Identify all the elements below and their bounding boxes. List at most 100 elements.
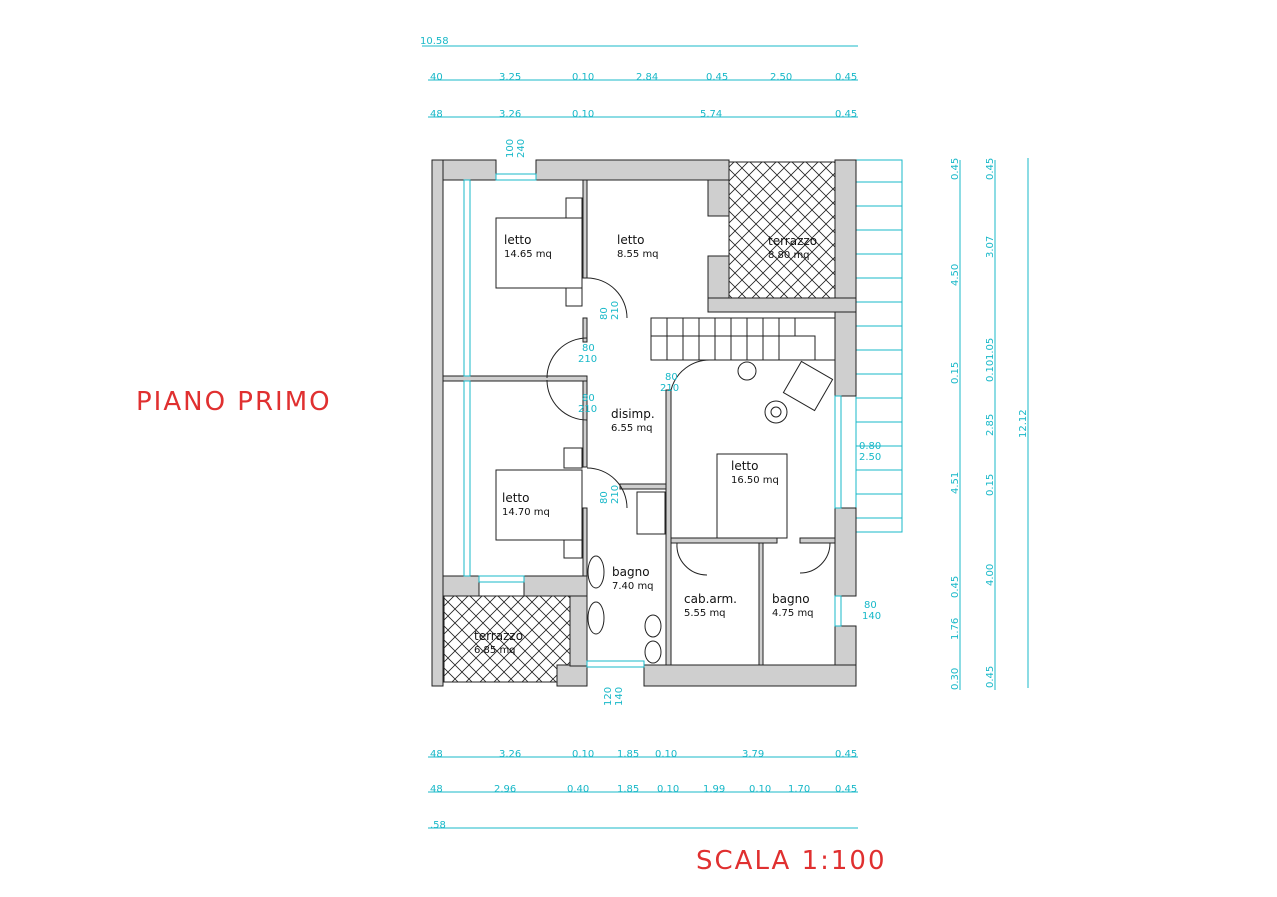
dim-top-r2-3: 5.74 — [700, 109, 722, 120]
dim-r1-1: 4.50 — [950, 264, 961, 286]
dim-bot-r1-1: 3.26 — [499, 749, 521, 760]
dim-r2-2: 1.05 — [985, 338, 996, 360]
dim-top-r1-4: 0.45 — [706, 72, 728, 83]
door-l2-h: 210 — [578, 404, 597, 415]
room-bagno-2-name: bagno — [772, 592, 810, 606]
dim-bot-r2-7: 1.70 — [788, 784, 810, 795]
room-letto-1-area: 14.65 mq — [504, 249, 552, 260]
dim-top-r1-1: 3.25 — [499, 72, 521, 83]
dim-r1-4: 0.45 — [950, 576, 961, 598]
dim-bot-r1-4: 0.10 — [655, 749, 677, 760]
dim-top-r2-4: 0.45 — [835, 109, 857, 120]
win-bagno-w: 80 — [864, 600, 877, 611]
door-l1-w: 80 — [599, 307, 610, 320]
win-bagno-h: 140 — [862, 611, 881, 622]
dim-r2-1: 3.07 — [985, 236, 996, 258]
bottom-dimensions: 48 3.26 0.10 1.85 0.10 3.79 0.45 48 2.96… — [428, 749, 858, 831]
scale-title: SCALA 1:100 — [696, 846, 887, 876]
room-terrazzo-2-area: 6.85 mq — [474, 645, 516, 656]
dim-r1-3: 4.51 — [950, 472, 961, 494]
right-dimensions: 0.45 4.50 0.15 4.51 0.45 1.76 0.30 0.45 … — [950, 158, 1029, 690]
dim-r1-6: 0.30 — [950, 668, 961, 690]
door-swings — [546, 277, 831, 576]
windows — [463, 173, 842, 668]
dim-bot-r2-1: 2.96 — [494, 784, 516, 795]
dim-top-r1-0: 40 — [430, 72, 443, 83]
dim-r2-3: 0.10 — [985, 360, 996, 382]
room-dismp-name: disimp. — [611, 407, 655, 421]
top-dimensions: 10.58 40 3.25 0.10 2.84 0.45 2.50 0.45 4… — [420, 36, 858, 120]
dim-top-r2-1: 3.26 — [499, 109, 521, 120]
dim-bot-r1-3: 1.85 — [617, 749, 639, 760]
door-l3-w: 80 — [599, 491, 610, 504]
door-corr-w: 80 — [582, 343, 595, 354]
dim-r2-5: 0.15 — [985, 474, 996, 496]
balcony-railing — [855, 159, 903, 533]
dim-top-r2-0: 48 — [430, 109, 443, 120]
dim-bot-r1-6: 0.45 — [835, 749, 857, 760]
win-right-w: 0.80 — [859, 441, 881, 452]
room-terrazzo-1-name: terrazzo — [768, 234, 817, 248]
dim-r2-7: 0.45 — [985, 666, 996, 688]
door-corr-h: 210 — [578, 354, 597, 365]
dim-top-r1-2: 0.10 — [572, 72, 594, 83]
terrace-top-hatch — [728, 161, 854, 299]
door-dismp-w: 80 — [665, 372, 678, 383]
room-bagno-1-area: 7.40 mq — [612, 581, 654, 592]
dim-bot-r1-5: 3.79 — [742, 749, 764, 760]
bed-1 — [495, 197, 583, 307]
sink-icon — [587, 555, 605, 635]
door-l3-h: 210 — [610, 485, 621, 504]
door-l1-h: 210 — [610, 301, 621, 320]
room-bagno-1-name: bagno — [612, 565, 650, 579]
room-letto-4-name: letto — [502, 491, 529, 505]
room-bagno-2-area: 4.75 mq — [772, 608, 814, 619]
room-terrazzo-1-area: 8.80 mq — [768, 250, 810, 261]
win-right-h: 2.50 — [859, 452, 881, 463]
toilet-icon — [644, 614, 662, 664]
dim-bot-total: .58 — [430, 820, 446, 831]
room-cabarm-area: 5.55 mq — [684, 608, 726, 619]
room-letto-3-name: letto — [731, 459, 758, 473]
dim-top-r1-6: 0.45 — [835, 72, 857, 83]
dim-right-total: 12.12 — [1018, 409, 1029, 438]
dim-top-total: 10.58 — [420, 36, 449, 47]
dim-r1-5: 1.76 — [950, 618, 961, 640]
room-letto-4-area: 14.70 mq — [502, 507, 550, 518]
dim-bot-r2-8: 0.45 — [835, 784, 857, 795]
door-dismp-h: 210 — [660, 383, 679, 394]
dim-bot-r2-5: 1.99 — [703, 784, 725, 795]
room-labels: letto 14.65 mq letto 8.55 mq terrazzo 8.… — [474, 233, 817, 656]
dim-r2-0: 0.45 — [985, 158, 996, 180]
room-letto-2-area: 8.55 mq — [617, 249, 659, 260]
dim-bot-r2-6: 0.10 — [749, 784, 771, 795]
staircase — [650, 317, 836, 361]
bed-3 — [716, 453, 788, 539]
win-top-w: 100 — [505, 139, 516, 158]
shower-icon — [636, 491, 666, 535]
room-letto-2-name: letto — [617, 233, 644, 247]
dim-r2-4: 2.85 — [985, 414, 996, 436]
win-bottom-w: 120 — [603, 687, 614, 706]
dim-top-r2-2: 0.10 — [572, 109, 594, 120]
dim-top-r1-5: 2.50 — [770, 72, 792, 83]
dim-r1-0: 0.45 — [950, 158, 961, 180]
opening-labels: 100 240 80 210 80 210 80 210 80 210 80 2… — [505, 139, 881, 706]
room-cabarm-name: cab.arm. — [684, 592, 737, 606]
room-letto-3-area: 16.50 mq — [731, 475, 779, 486]
win-bottom-h: 140 — [614, 687, 625, 706]
room-terrazzo-2-name: terrazzo — [474, 629, 523, 643]
dim-bot-r2-0: 48 — [430, 784, 443, 795]
walls — [431, 159, 857, 687]
terrace-bottom-hatch — [443, 595, 571, 683]
door-l2-w: 80 — [582, 393, 595, 404]
dim-bot-r1-0: 48 — [430, 749, 443, 760]
armchair-icon — [737, 360, 834, 424]
dim-bot-r2-3: 1.85 — [617, 784, 639, 795]
dim-r1-2: 0.15 — [950, 362, 961, 384]
dim-bot-r2-2: 0.40 — [567, 784, 589, 795]
floor-title: PIANO PRIMO — [136, 387, 332, 417]
dim-top-r1-3: 2.84 — [636, 72, 658, 83]
bed-2 — [495, 447, 583, 559]
